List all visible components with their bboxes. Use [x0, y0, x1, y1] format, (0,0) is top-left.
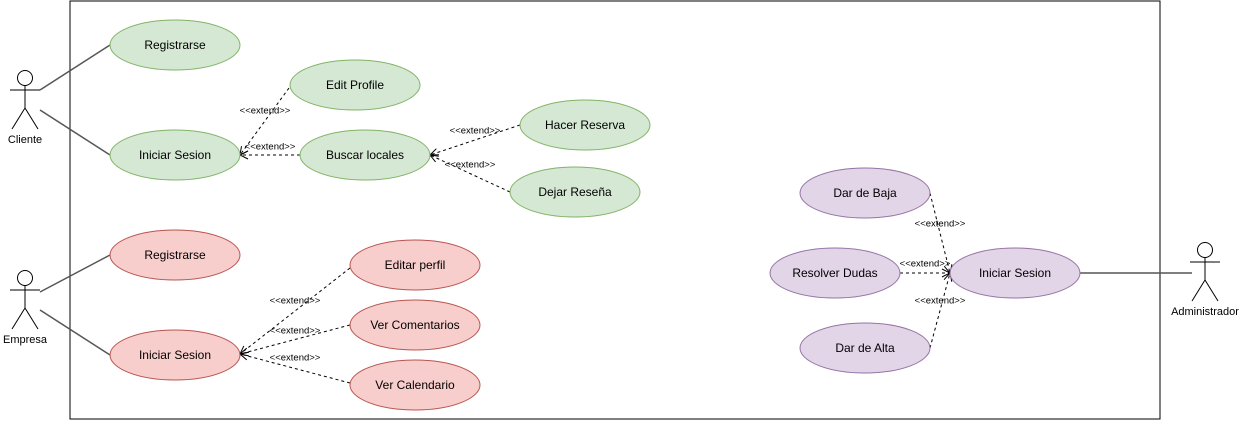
stick-figure-icon	[1190, 242, 1220, 302]
extend-label-e_calendario-e_iniciar: <<extend>>	[270, 353, 321, 364]
extend-line-c_resena-c_buscar	[430, 155, 511, 193]
use-case-e_calendario[interactable]: Ver Calendario	[349, 359, 481, 411]
use-case-ellipse	[109, 229, 241, 281]
stick-figure-icon	[10, 70, 40, 130]
extend-label-c_edit_profile-c_iniciar: <<extend>>	[240, 106, 291, 117]
use-case-label: Dar de Alta	[835, 341, 895, 355]
use-case-ellipse	[799, 167, 931, 219]
use-case-label: Dar de Baja	[833, 186, 897, 200]
extend-line-c_edit_profile-c_iniciar	[240, 87, 290, 155]
actor-label: Cliente	[8, 134, 42, 146]
use-case-ellipse	[769, 247, 901, 299]
use-case-e_registrarse[interactable]: Registrarse	[109, 229, 241, 281]
association-empresa-e_iniciar	[39, 309, 111, 356]
use-case-ellipse	[109, 129, 241, 181]
stick-figure-icon	[10, 270, 40, 330]
use-case-ellipse	[289, 59, 421, 111]
use-case-label: Iniciar Sesion	[979, 266, 1051, 280]
extend-label-a_baja-a_iniciar: <<extend>>	[915, 219, 966, 230]
use-case-c_reserva[interactable]: Hacer Reserva	[519, 99, 651, 151]
use-case-e_editar[interactable]: Editar perfil	[349, 239, 481, 291]
use-case-label: Edit Profile	[326, 78, 384, 92]
extend-label-c_resena-c_buscar: <<extend>>	[445, 160, 496, 171]
use-case-ellipse	[299, 129, 431, 181]
use-case-ellipse	[349, 239, 481, 291]
association-cliente-c_iniciar	[39, 109, 111, 156]
use-case-ellipse	[349, 299, 481, 351]
associations-layer	[39, 44, 1192, 356]
extends-layer: <<extend>> <<extend>> <<extend>> <<extend>>…	[240, 87, 966, 384]
use-case-a_baja[interactable]: Dar de Baja	[799, 167, 931, 219]
use-case-a_alta[interactable]: Dar de Alta	[799, 322, 931, 374]
use-case-c_registrarse[interactable]: Registrarse	[109, 19, 241, 71]
extend-line-c_reserva-c_buscar	[430, 124, 521, 155]
use-case-label: Registrarse	[144, 38, 206, 52]
use-case-label: Ver Calendario	[375, 378, 455, 392]
use-case-e_iniciar[interactable]: Iniciar Sesion	[109, 329, 241, 381]
extend-label-a_alta-a_iniciar: <<extend>>	[915, 296, 966, 307]
extend-line-a_alta-a_iniciar	[929, 273, 950, 349]
use-case-ellipse	[799, 322, 931, 374]
use-case-ellipse	[519, 99, 651, 151]
extend-line-a_baja-a_iniciar	[929, 192, 950, 273]
extend-label-c_buscar-c_iniciar: <<extend>>	[245, 142, 296, 153]
use-case-ellipse	[109, 19, 241, 71]
extend-line-e_editar-e_iniciar	[240, 267, 351, 354]
actor-label: Administrador	[1171, 306, 1239, 318]
use-case-ellipse	[349, 359, 481, 411]
extend-line-e_calendario-e_iniciar	[240, 354, 351, 384]
use-case-c_buscar[interactable]: Buscar locales	[299, 129, 431, 181]
extend-line-e_comentarios-e_iniciar	[240, 324, 351, 354]
use-case-label: Editar perfil	[385, 258, 446, 272]
use-case-ellipse	[109, 329, 241, 381]
use-case-a_iniciar[interactable]: Iniciar Sesion	[949, 247, 1081, 299]
actor-label: Empresa	[3, 334, 48, 346]
use-case-label: Buscar locales	[326, 148, 404, 162]
use-case-c_resena[interactable]: Dejar Reseña	[509, 166, 641, 218]
association-empresa-e_registrarse	[39, 254, 111, 293]
actor-cliente[interactable]: Cliente	[8, 70, 42, 147]
use-case-c_edit_profile[interactable]: Edit Profile	[289, 59, 421, 111]
use-case-c_iniciar[interactable]: Iniciar Sesion	[109, 129, 241, 181]
extend-label-a_dudas-a_iniciar: <<extend>>	[900, 259, 951, 270]
use-case-label: Dejar Reseña	[538, 185, 612, 199]
use-case-label: Hacer Reserva	[545, 118, 625, 132]
use-case-label: Registrarse	[144, 248, 206, 262]
use-case-e_comentarios[interactable]: Ver Comentarios	[349, 299, 481, 351]
use-case-label: Iniciar Sesion	[139, 148, 211, 162]
extend-label-e_comentarios-e_iniciar: <<extend>>	[270, 326, 321, 337]
extend-label-e_editar-e_iniciar: <<extend>>	[270, 296, 321, 307]
extend-label-c_reserva-c_buscar: <<extend>>	[450, 126, 501, 137]
use-case-ellipse	[509, 166, 641, 218]
use-case-label: Ver Comentarios	[370, 318, 459, 332]
use-case-label: Resolver Dudas	[792, 266, 877, 280]
use-case-ellipse	[949, 247, 1081, 299]
actor-empresa[interactable]: Empresa	[3, 270, 48, 347]
use-case-a_dudas[interactable]: Resolver Dudas	[769, 247, 901, 299]
association-cliente-c_registrarse	[39, 44, 111, 91]
actor-administrador[interactable]: Administrador	[1171, 242, 1239, 319]
use-case-label: Iniciar Sesion	[139, 348, 211, 362]
